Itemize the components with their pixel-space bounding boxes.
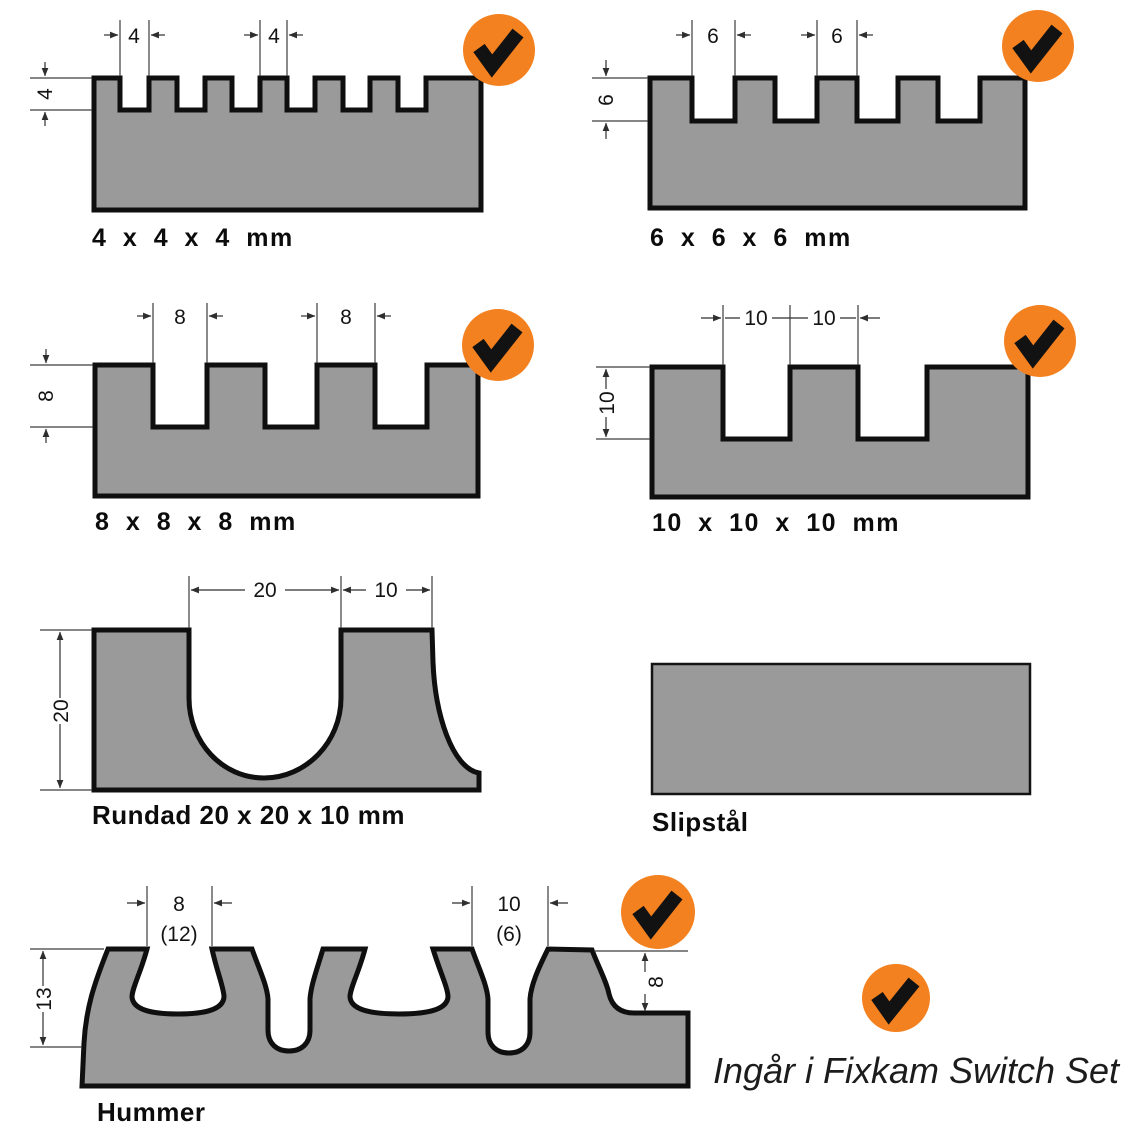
slipstal-cross-section	[650, 662, 1032, 796]
dim-notch-width: 20	[253, 579, 276, 602]
profile-label: 10 x 10 x 10 mm	[652, 509, 900, 537]
legend-note: Ingår i Fixkam Switch Set	[713, 1050, 1121, 1091]
comb-4-dimensions: 4 4 4	[30, 20, 303, 126]
rundad-cross-section	[91, 627, 482, 793]
dim-tooth-width: 4	[268, 25, 280, 48]
profile-label: Slipstål	[652, 807, 748, 837]
dim-notch-width: 4	[128, 25, 140, 48]
dim-tooth-width: 10	[812, 307, 835, 330]
profile-comb-6: 6 6 6 6 x 6 x 6 mm	[592, 10, 1074, 252]
dim-notch-width: 6	[707, 25, 719, 48]
dim-tooth-width: 8	[340, 306, 352, 329]
dim-depth: 4	[34, 88, 57, 100]
profile-comb-10: 10 10 10 10 x 10 x 10 mm	[596, 305, 1076, 537]
profile-label: 4 x 4 x 4 mm	[92, 224, 294, 252]
dim-notch-width: 8	[174, 306, 186, 329]
check-icon	[871, 977, 920, 1025]
included-badge	[1004, 305, 1076, 377]
dim-notch-width: 8	[173, 893, 185, 916]
comb-6-cross-section	[647, 75, 1028, 211]
check-icon	[632, 890, 683, 940]
dim-depth: 8	[35, 390, 58, 402]
profile-comb-4: 4 4 4 4 x 4 x 4 mm	[30, 14, 535, 252]
dim-depth: 20	[50, 699, 73, 722]
hummer-dimensions: 8 (12) 10 (6) 13 8	[30, 886, 688, 1048]
dim-tooth-width: 6	[831, 25, 843, 48]
profile-label: 8 x 8 x 8 mm	[95, 508, 297, 536]
profile-label: Hummer	[97, 1097, 205, 1127]
dim-depth: 13	[33, 987, 56, 1010]
profile-label: Rundad 20 x 20 x 10 mm	[92, 800, 405, 830]
comb-10-cross-section	[649, 364, 1031, 500]
check-icon	[1012, 24, 1063, 74]
profile-label: 6 x 6 x 6 mm	[650, 224, 852, 252]
check-icon	[1014, 319, 1065, 369]
comb-8-cross-section	[92, 362, 481, 499]
comb-4-cross-section	[91, 75, 484, 213]
check-icon	[472, 323, 523, 373]
included-badge	[621, 875, 695, 949]
dim-notch-width-alt: (12)	[160, 923, 197, 946]
dim-notch-width: 10	[744, 307, 767, 330]
profile-comb-8: 8 8 8 8 x 8 x 8 mm	[30, 303, 534, 536]
dim-slot-width-alt: (6)	[496, 923, 522, 946]
included-badge	[462, 309, 534, 381]
check-icon	[473, 28, 524, 78]
profile-slipstal: Slipstål	[650, 662, 1032, 837]
comb-10-dimensions: 10 10 10	[596, 305, 880, 440]
rundad-dimensions: 20 10 20	[40, 576, 433, 791]
included-badge	[1002, 10, 1074, 82]
comb-8-dimensions: 8 8 8	[30, 303, 391, 443]
included-badge	[463, 14, 535, 86]
dim-depth: 6	[595, 94, 618, 106]
dim-depth: 10	[596, 391, 619, 414]
dim-slot-width: 10	[497, 893, 520, 916]
footer-legend: Ingår i Fixkam Switch Set	[713, 964, 1121, 1091]
comb-6-dimensions: 6 6 6	[592, 20, 873, 139]
dim-tooth-width: 10	[374, 579, 397, 602]
dim-right-depth: 8	[645, 976, 668, 988]
profile-rundad: 20 10 20 Rundad 20 x 20 x 10 mm	[40, 576, 482, 830]
hummer-cross-section	[79, 946, 691, 1089]
profile-hummer: 8 (12) 10 (6) 13 8 Hummer	[30, 875, 695, 1127]
legend-badge	[862, 964, 930, 1032]
